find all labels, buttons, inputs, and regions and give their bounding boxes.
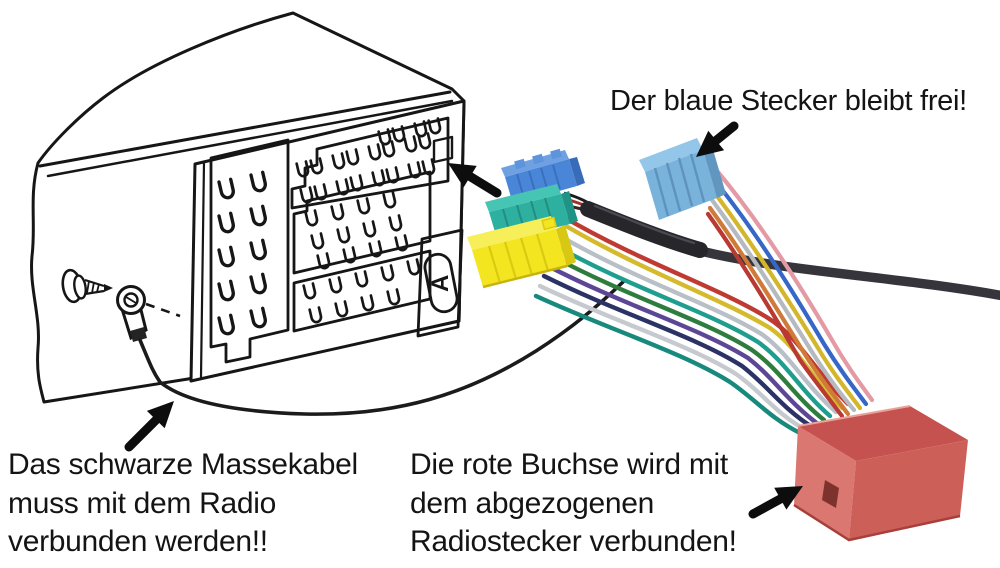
free-blue-connector (639, 138, 726, 220)
arrow-to-blue-connector (696, 121, 739, 157)
red-iso-socket (793, 405, 968, 542)
alignment-dashes (145, 302, 181, 318)
arrow-to-radio-socket (448, 163, 502, 198)
sheathed-cable (580, 201, 1000, 301)
arrow-to-ground-cable (124, 401, 174, 452)
yellow-mini-iso-connector (467, 216, 576, 289)
ring-terminal (116, 285, 181, 342)
ground-screw (61, 268, 113, 304)
radio-slot-a-label: A (427, 275, 454, 292)
ground-cable (138, 279, 626, 416)
socket-latch-slot (822, 480, 839, 508)
annotation-red-socket: Die rote Buchse wird mit dem abgezogenen… (410, 448, 737, 558)
radio-rear-drawing (30, 11, 466, 404)
mini-iso-connector-stack (467, 148, 595, 289)
arrow-to-red-socket (748, 486, 803, 519)
annotation-blue-connector: Der blaue Stecker bleibt frei! (610, 85, 967, 117)
annotation-ground-cable: Das schwarze Massekabel muss mit dem Rad… (8, 448, 358, 558)
wire-harness-blue-branch (705, 169, 875, 419)
